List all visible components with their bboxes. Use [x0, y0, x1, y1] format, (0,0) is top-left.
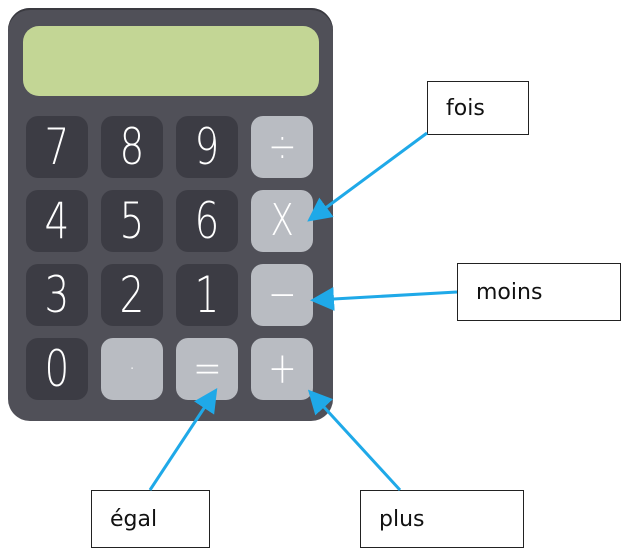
- label-plus-text: plus: [379, 506, 425, 532]
- key-equals[interactable]: =: [176, 338, 238, 400]
- label-moins-text: moins: [476, 279, 543, 305]
- label-fois-text: fois: [446, 95, 485, 121]
- key-plus[interactable]: +: [251, 338, 313, 400]
- label-plus: plus: [360, 490, 524, 548]
- key-0[interactable]: 0: [26, 338, 88, 400]
- label-egal: égal: [91, 490, 210, 548]
- key-8[interactable]: 8: [101, 116, 163, 178]
- calculator-body: 7 8 9 ÷ 4 5 6 X 3 2 1 − 0 · = +: [8, 8, 333, 421]
- arrow-egal: [148, 387, 218, 491]
- key-9[interactable]: 9: [176, 116, 238, 178]
- key-divide[interactable]: ÷: [251, 116, 313, 178]
- key-4[interactable]: 4: [26, 190, 88, 252]
- key-1[interactable]: 1: [176, 264, 238, 326]
- calculator-display: [23, 26, 319, 96]
- key-dot[interactable]: ·: [101, 338, 163, 400]
- key-5[interactable]: 5: [101, 190, 163, 252]
- key-3[interactable]: 3: [26, 264, 88, 326]
- label-egal-text: égal: [110, 506, 158, 532]
- arrow-fois: [307, 131, 428, 222]
- key-minus[interactable]: −: [251, 264, 313, 326]
- arrow-plus: [307, 389, 402, 492]
- key-6[interactable]: 6: [176, 190, 238, 252]
- key-multiply[interactable]: X: [251, 190, 313, 252]
- label-moins: moins: [457, 263, 621, 321]
- key-2[interactable]: 2: [101, 264, 163, 326]
- key-7[interactable]: 7: [26, 116, 88, 178]
- arrow-moins: [310, 286, 458, 311]
- label-fois: fois: [427, 81, 529, 135]
